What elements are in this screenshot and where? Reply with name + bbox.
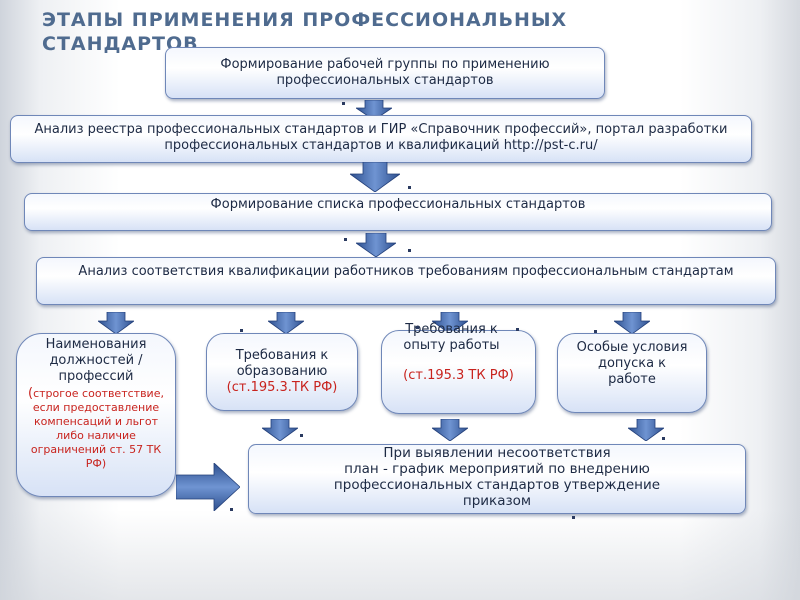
- dot-marker: [662, 437, 665, 440]
- page-title: ЭТАПЫ ПРИМЕНЕНИЯ ПРОФЕССИОНАЛЬНЫХ СТАНДА…: [42, 9, 568, 55]
- arrow-down-icon: [628, 419, 664, 441]
- arrow-down-icon: [432, 419, 468, 441]
- arrow-down-icon: [432, 312, 468, 334]
- arrow-down-icon: [350, 162, 400, 192]
- arrow-down-icon: [98, 312, 134, 334]
- experience-box: Требования к опыту работы (ст.195.3 ТК Р…: [381, 322, 536, 414]
- step-3-text: Формирование списка профессиональных ста…: [210, 197, 586, 212]
- arrow-down-icon: [356, 233, 396, 257]
- dot-marker: [344, 238, 347, 241]
- positions-note: строгое соответствие, если предоставлени…: [30, 387, 164, 470]
- step-4-text: Анализ соответствия квалификации работни…: [78, 264, 734, 279]
- dot-marker: [572, 516, 575, 519]
- dot-marker: [230, 508, 233, 511]
- result-line-2: план - график мероприятий по внедрению: [344, 461, 650, 477]
- dot-marker: [416, 326, 419, 329]
- positions-note-wrap: (строгое соответствие, если предоставлен…: [23, 387, 169, 471]
- education-label: Требования к образованию: [235, 348, 329, 379]
- step-3-box: Формирование списка профессиональных ста…: [24, 193, 772, 231]
- result-line-1: При выявлении несоответствия: [383, 445, 611, 461]
- step-4-box: Анализ соответствия квалификации работни…: [36, 257, 776, 305]
- arrow-down-icon: [268, 312, 304, 334]
- step-2-box: Анализ реестра профессиональных стандарт…: [10, 115, 752, 163]
- dot-marker: [408, 249, 411, 252]
- dot-marker: [594, 330, 597, 333]
- arrow-right-icon: [176, 463, 240, 511]
- step-1-text: Формирование рабочей группы по применени…: [220, 57, 550, 88]
- positions-note-open: (: [28, 386, 34, 401]
- dot-marker: [408, 186, 411, 189]
- dot-marker: [342, 102, 345, 105]
- step-1-box: Формирование рабочей группы по применени…: [165, 47, 605, 99]
- dot-marker: [516, 328, 519, 331]
- education-box: Требования к образованию (ст.195.3.ТК РФ…: [206, 333, 358, 411]
- result-box: При выявлении несоответствия план - граф…: [248, 444, 746, 514]
- step-2-text: Анализ реестра профессиональных стандарт…: [34, 122, 728, 153]
- arrow-down-icon: [614, 312, 650, 334]
- experience-ref: (ст.195.3 ТК РФ): [403, 368, 514, 383]
- special-label: Особые условия допуска к работе: [576, 340, 688, 387]
- experience-label: Требования к опыту работы: [403, 322, 500, 353]
- dot-marker: [300, 434, 303, 437]
- background-shade: [0, 510, 800, 600]
- arrow-down-icon: [356, 100, 392, 120]
- positions-label: Наименования должностей / профессий: [45, 337, 147, 384]
- special-box: Особые условия допуска к работе: [557, 333, 707, 413]
- positions-box: Наименования должностей / профессий (стр…: [16, 333, 176, 497]
- arrow-down-icon: [262, 419, 298, 441]
- result-line-3: профессиональных стандартов утверждение …: [333, 477, 661, 509]
- dot-marker: [240, 329, 243, 332]
- education-ref: (ст.195.3.ТК РФ): [226, 380, 338, 395]
